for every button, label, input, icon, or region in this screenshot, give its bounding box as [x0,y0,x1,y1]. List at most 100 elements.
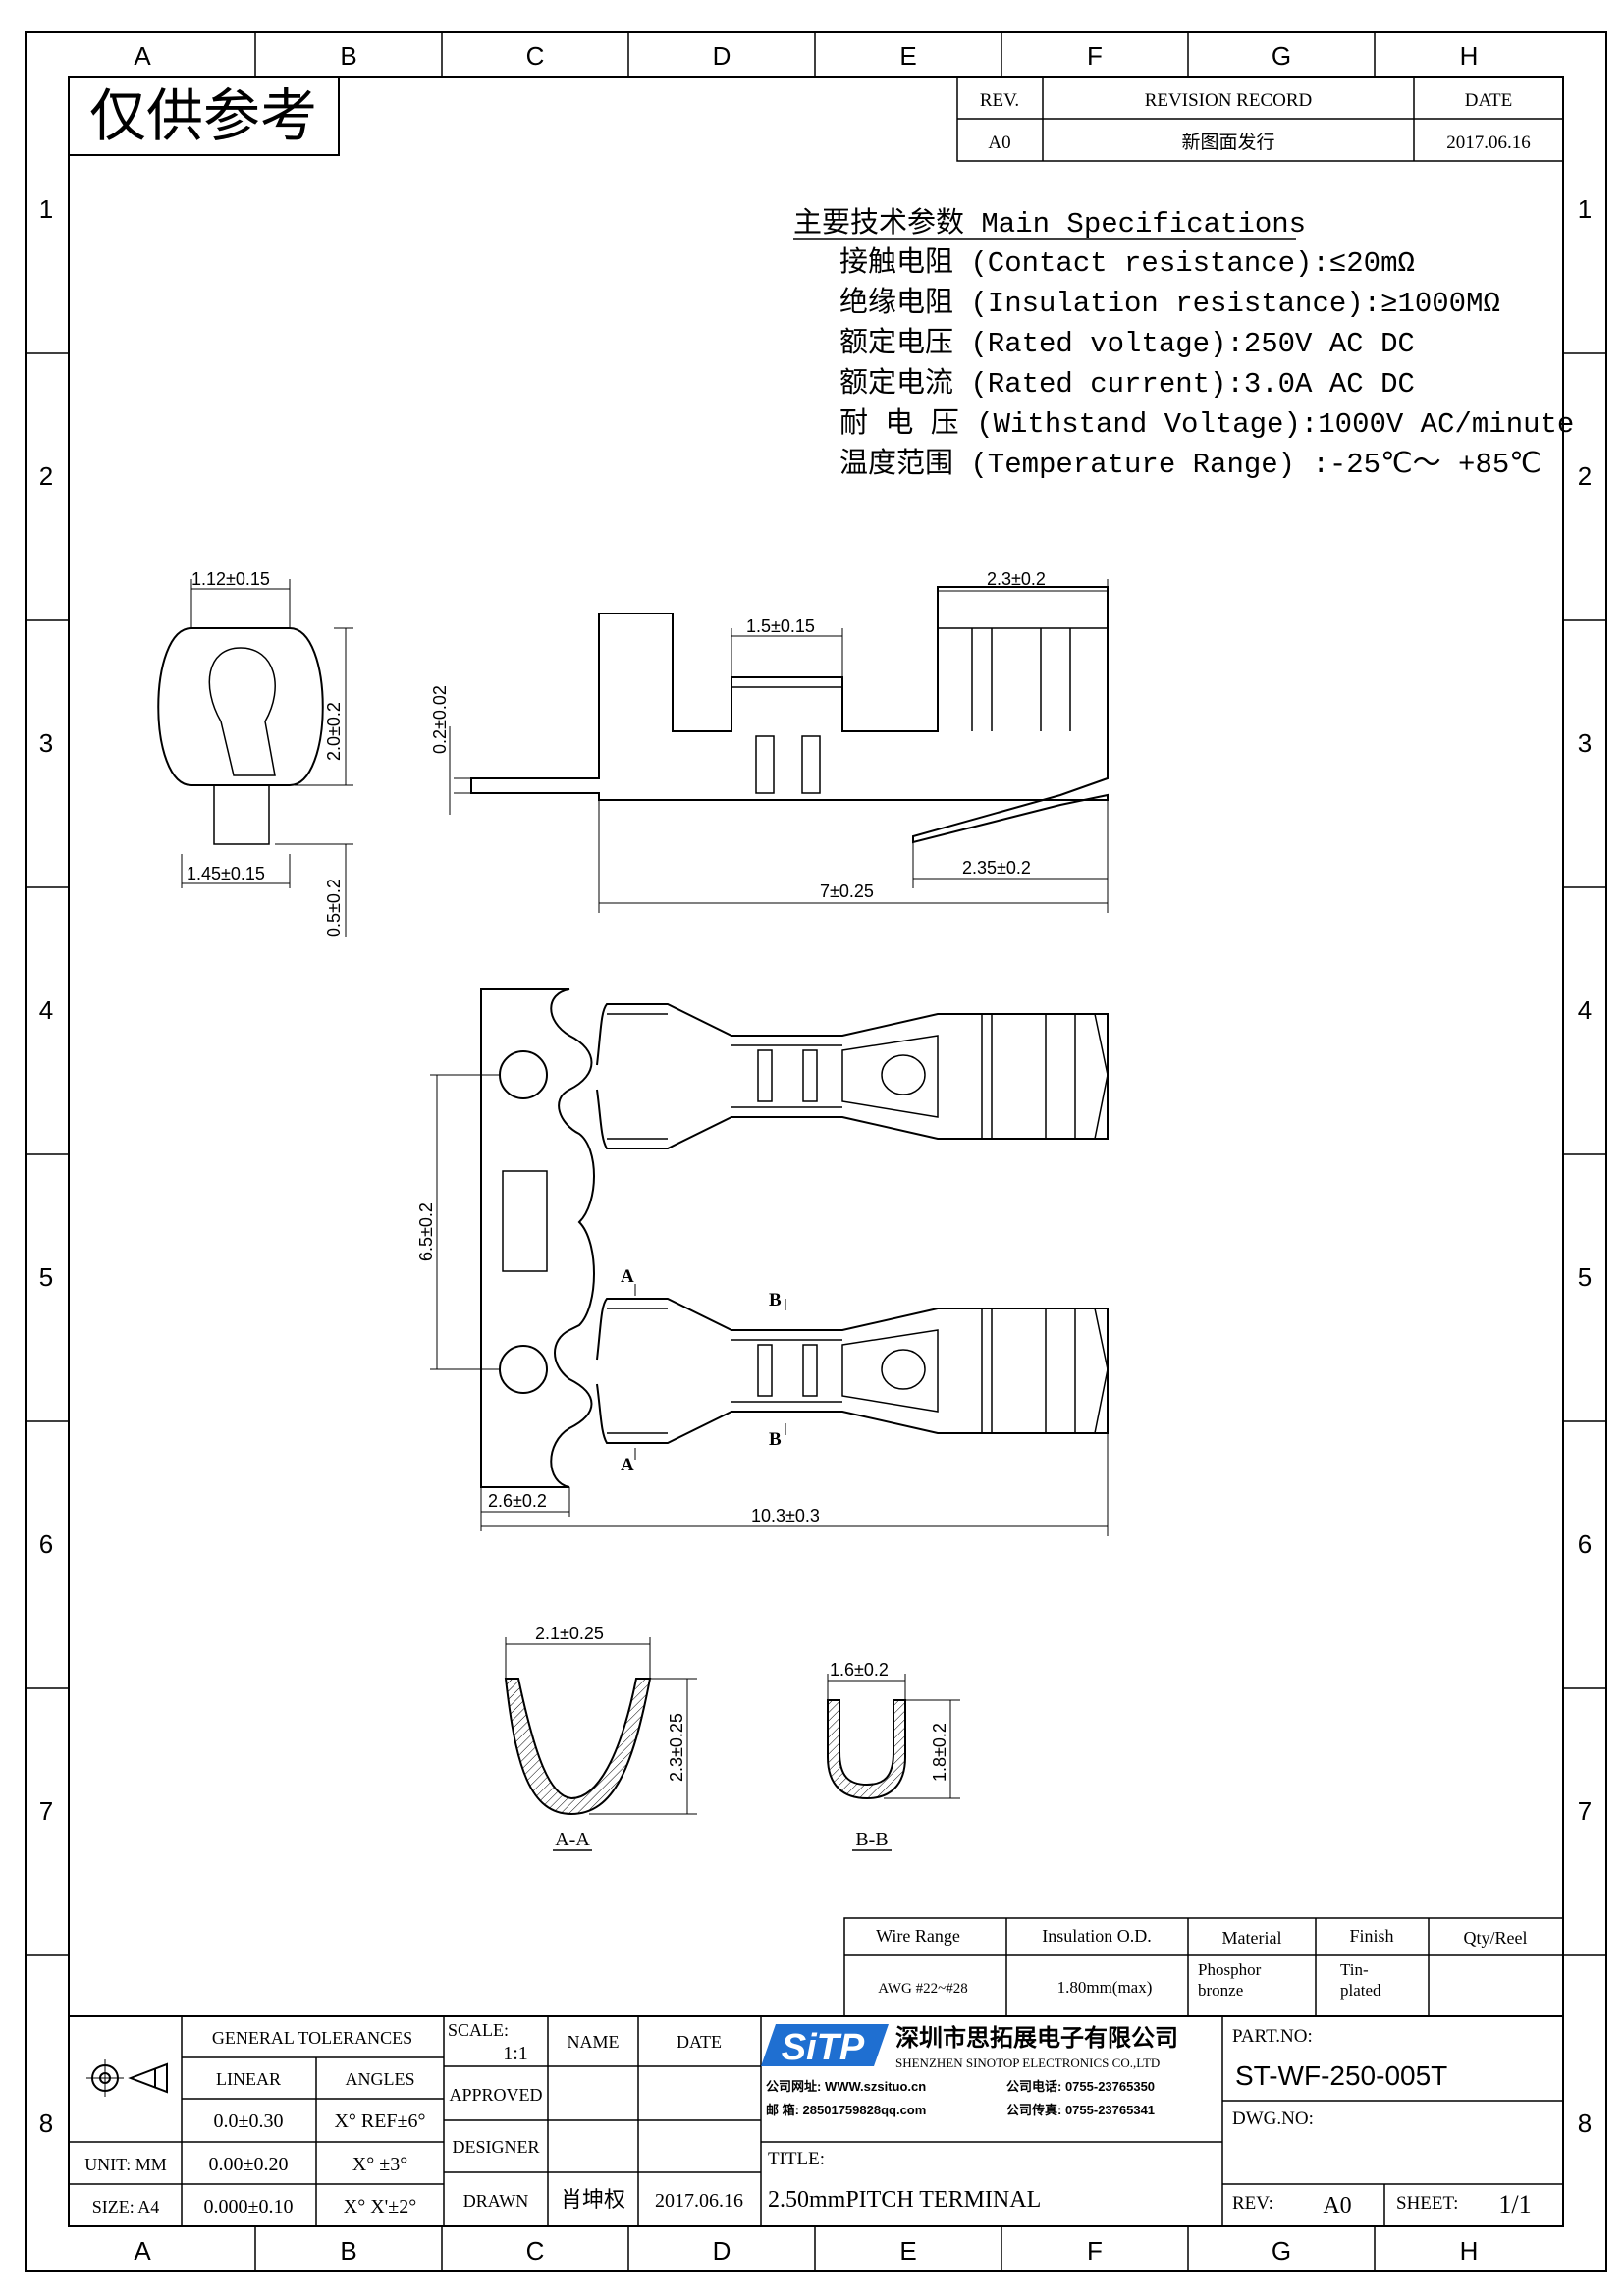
row-label: 8 [39,2109,53,2138]
title-block [68,2015,1564,2227]
material-value: Phosphor bronze [1198,1960,1262,2000]
drawn-date: 2017.06.16 [655,2190,743,2212]
section-aa: 2.1±0.25 2.3±0.25 A-A [504,1624,697,1851]
company-phone: 公司电话: 0755-23765350 [1006,2079,1155,2094]
col-label: F [1087,2236,1103,2266]
dwg-no-label: DWG.NO: [1232,2109,1314,2129]
scale-label: SCALE: [448,2020,509,2040]
sheet-value: 1/1 [1498,2190,1531,2218]
spec-line: 接触电阻 (Contact resistance):≤20mΩ [839,245,1415,280]
dim-thickness: 0.2±0.02 [430,685,450,754]
row-label: 7 [1578,1796,1592,1826]
side-view-dimensions [449,579,1109,913]
drawing-title: 2.50mmPITCH TERMINAL [768,2187,1041,2213]
wire-range-header: Wire Range [876,1926,960,1946]
spec-line: 耐 电 压 (Withstand Voltage):1000V AC/minut… [839,406,1574,441]
section-mark-b: B [769,1429,782,1450]
qty-header: Qty/Reel [1464,1928,1528,1948]
approved-label: APPROVED [449,2085,542,2105]
rev-header: REV. [980,90,1019,111]
dim-end-bottom-width: 1.45±0.15 [187,864,265,883]
angles-label: ANGLES [346,2069,415,2089]
row-labels: 1 2 3 4 5 6 7 8 1 2 3 4 5 6 7 8 [39,194,1592,2138]
part-no-label: PART.NO: [1232,2026,1313,2047]
col-label: B [340,41,356,71]
col-label: D [713,41,731,71]
section-mark-b: B [769,1290,782,1310]
terminal-upper [596,1003,1109,1149]
tolerance-linear: 0.00±0.20 [209,2154,289,2175]
company-fax: 公司传真: 0755-23765341 [1006,2103,1155,2117]
carrier-strip [480,988,595,1488]
revision-block [956,76,1564,162]
tolerance-angle: X° REF±6° [334,2110,425,2132]
dim-end-height: 2.0±0.2 [324,702,344,761]
stamp-text: 仅供参考 [89,84,317,148]
col-label: C [526,41,545,71]
dim-end-tab: 0.5±0.2 [324,879,344,937]
drawn-label: DRAWN [463,2191,529,2211]
finish-value: Tin-plated [1340,1960,1381,2000]
spec-line: 绝缘电阻 (Insulation resistance):≥1000MΩ [839,286,1500,320]
dim-aa-width: 2.1±0.25 [535,1624,604,1643]
col-label: E [899,41,916,71]
size-label: SIZE: A4 [92,2197,160,2216]
general-tolerances-label: GENERAL TOLERANCES [212,2028,412,2048]
col-label: D [713,2236,731,2266]
dim-crimp-width: 1.5±0.15 [746,616,815,636]
col-label: E [899,2236,916,2266]
dim-pitch: 6.5±0.2 [416,1202,436,1261]
row-label: 2 [1578,461,1592,491]
column-labels: A B C D E F G H A B C D E F G H [134,41,1478,2266]
reference-stamp: 仅供参考 [68,76,340,156]
col-label: G [1272,41,1291,71]
row-label: 8 [1578,2109,1592,2138]
date-header: DATE [1465,90,1513,111]
company-website: 公司网址: WWW.szsituo.cn [766,2079,926,2094]
row-label: 6 [39,1529,53,1559]
section-bb-label: B-B [855,1829,888,1850]
spec-line: 温度范围 (Temperature Range) :-25℃～ +85℃ [839,447,1542,481]
drawn-name: 肖坤权 [561,2187,625,2212]
dim-lance: 2.35±0.2 [962,858,1031,878]
col-label: A [134,41,151,71]
specs-title: 主要技术参数 Main Specifications [793,206,1306,240]
dim-carrier: 2.6±0.2 [488,1491,547,1511]
date-header: DATE [677,2032,722,2052]
row-label: 1 [1578,194,1592,224]
tolerance-angle: X° ±3° [352,2154,407,2175]
tolerance-linear: 0.000±0.10 [204,2196,294,2217]
row-label: 4 [39,995,53,1025]
main-specifications: 主要技术参数 Main Specifications 接触电阻 (Contact… [793,206,1574,481]
spec-line: 额定电压 (Rated voltage):250V AC DC [839,326,1415,360]
end-view-dimensions [181,579,353,937]
projection-symbol-icon [86,2059,168,2097]
title-rev-value: A0 [1323,2193,1351,2218]
wire-range-value: AWG #22~#28 [878,1981,968,1997]
end-view [157,627,324,845]
col-label: F [1087,41,1103,71]
dim-end-width: 1.12±0.15 [191,569,270,589]
row-label: 1 [39,194,53,224]
finish-header: Finish [1349,1926,1393,1946]
row-label: 5 [39,1262,53,1292]
revision-record-header: REVISION RECORD [1145,90,1312,111]
company-logo: SiTP [761,2024,889,2068]
col-label: C [526,2236,545,2266]
title-label: TITLE: [768,2149,825,2169]
linear-label: LINEAR [216,2069,281,2089]
dim-contact-width: 2.3±0.2 [987,569,1046,589]
sheet-label: SHEET: [1396,2193,1458,2214]
tolerance-linear: 0.0±0.30 [214,2110,284,2132]
row-label: 6 [1578,1529,1592,1559]
rev-value: A0 [988,133,1010,153]
tolerance-angle: X° X'±2° [344,2196,416,2217]
designer-label: DESIGNER [453,2137,540,2157]
company-name-cn: 深圳市思拓展电子有限公司 [895,2024,1178,2052]
dim-aa-height: 2.3±0.25 [667,1713,686,1782]
terminal-lower [596,1298,1109,1444]
revision-record-value: 新图面发行 [1181,132,1274,153]
company-name-en: SHENZHEN SINOTOP ELECTRONICS CO.,LTD [895,2056,1160,2070]
insulation-header: Insulation O.D. [1042,1926,1152,1946]
col-label: G [1272,2236,1291,2266]
